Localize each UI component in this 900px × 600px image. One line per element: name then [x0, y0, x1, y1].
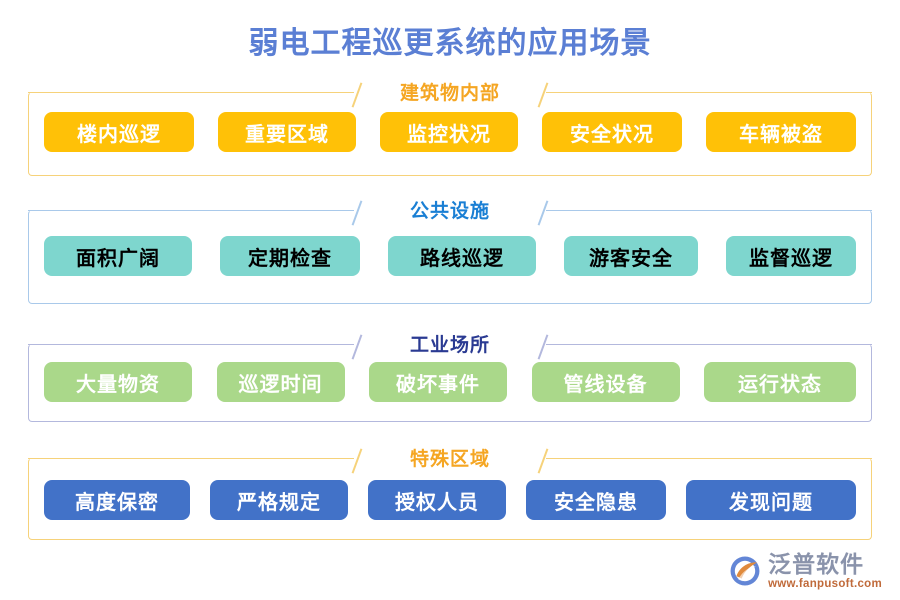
- section-title-building: 建筑物内部: [399, 83, 500, 104]
- scenario-chip[interactable]: 运行状态: [704, 362, 856, 402]
- chip-row: 面积广阔定期检查路线巡逻游客安全监督巡逻: [28, 236, 872, 276]
- scenario-chip[interactable]: 楼内巡逻: [44, 112, 194, 152]
- scenario-chip[interactable]: 重要区域: [218, 112, 356, 152]
- frame-top-segment-right: [546, 458, 872, 459]
- section-public: 公共设施面积广阔定期检查路线巡逻游客安全监督巡逻: [28, 196, 872, 304]
- scenario-chip[interactable]: 巡逻时间: [216, 362, 345, 402]
- scenario-chip[interactable]: 游客安全: [564, 236, 698, 276]
- section-title-industry: 工业场所: [409, 335, 490, 356]
- scenario-chip[interactable]: 破坏事件: [369, 362, 507, 402]
- section-building: 建筑物内部楼内巡逻重要区域监控状况安全状况车辆被盗: [28, 78, 872, 176]
- scenario-chip[interactable]: 大量物资: [44, 362, 192, 402]
- section-frame: [28, 210, 872, 304]
- chip-row: 高度保密严格规定授权人员安全隐患发现问题: [28, 480, 872, 520]
- scenario-chip[interactable]: 发现问题: [686, 480, 856, 520]
- frame-top-segment-left: [28, 210, 354, 211]
- frame-top-segment-left: [28, 92, 354, 93]
- scenario-chip[interactable]: 安全状况: [542, 112, 682, 152]
- frame-top-segment-right: [546, 344, 872, 345]
- logo-texts: 泛普软件 www.fanpusoft.com: [768, 550, 882, 591]
- scenario-chip[interactable]: 高度保密: [44, 480, 190, 520]
- scenario-chip[interactable]: 监控状况: [380, 112, 518, 152]
- section-title-special: 特殊区域: [409, 449, 490, 470]
- frame-top-segment-right: [546, 210, 872, 211]
- scenario-chip[interactable]: 车辆被盗: [706, 112, 856, 152]
- chip-row: 楼内巡逻重要区域监控状况安全状况车辆被盗: [28, 112, 872, 152]
- scenario-chip[interactable]: 安全隐患: [526, 480, 666, 520]
- section-industry: 工业场所大量物资巡逻时间破坏事件管线设备运行状态: [28, 330, 872, 422]
- scenario-chip[interactable]: 定期检查: [220, 236, 360, 276]
- frame-top-segment-left: [28, 458, 354, 459]
- logo-url: www.fanpusoft.com: [768, 577, 882, 590]
- scenario-chip[interactable]: 严格规定: [210, 480, 348, 520]
- section-frame: [28, 92, 872, 176]
- brand-logo: 泛普软件 www.fanpusoft.com: [728, 550, 882, 591]
- scenario-chip[interactable]: 面积广阔: [44, 236, 192, 276]
- section-frame: [28, 458, 872, 540]
- page-title: 弱电工程巡更系统的应用场景: [248, 27, 652, 60]
- scenario-chip[interactable]: 授权人员: [368, 480, 506, 520]
- scenario-chip[interactable]: 监督巡逻: [726, 236, 856, 276]
- section-frame: [28, 344, 872, 422]
- chip-row: 大量物资巡逻时间破坏事件管线设备运行状态: [28, 362, 872, 402]
- logo-name: 泛普软件: [768, 550, 865, 577]
- fanpu-swoosh-icon: [730, 556, 760, 586]
- scenario-chip[interactable]: 管线设备: [531, 362, 680, 402]
- section-title-public: 公共设施: [409, 201, 490, 222]
- frame-top-segment-right: [546, 92, 872, 93]
- scenario-chip[interactable]: 路线巡逻: [388, 236, 536, 276]
- section-special: 特殊区域高度保密严格规定授权人员安全隐患发现问题: [28, 444, 872, 540]
- frame-top-segment-left: [28, 344, 354, 345]
